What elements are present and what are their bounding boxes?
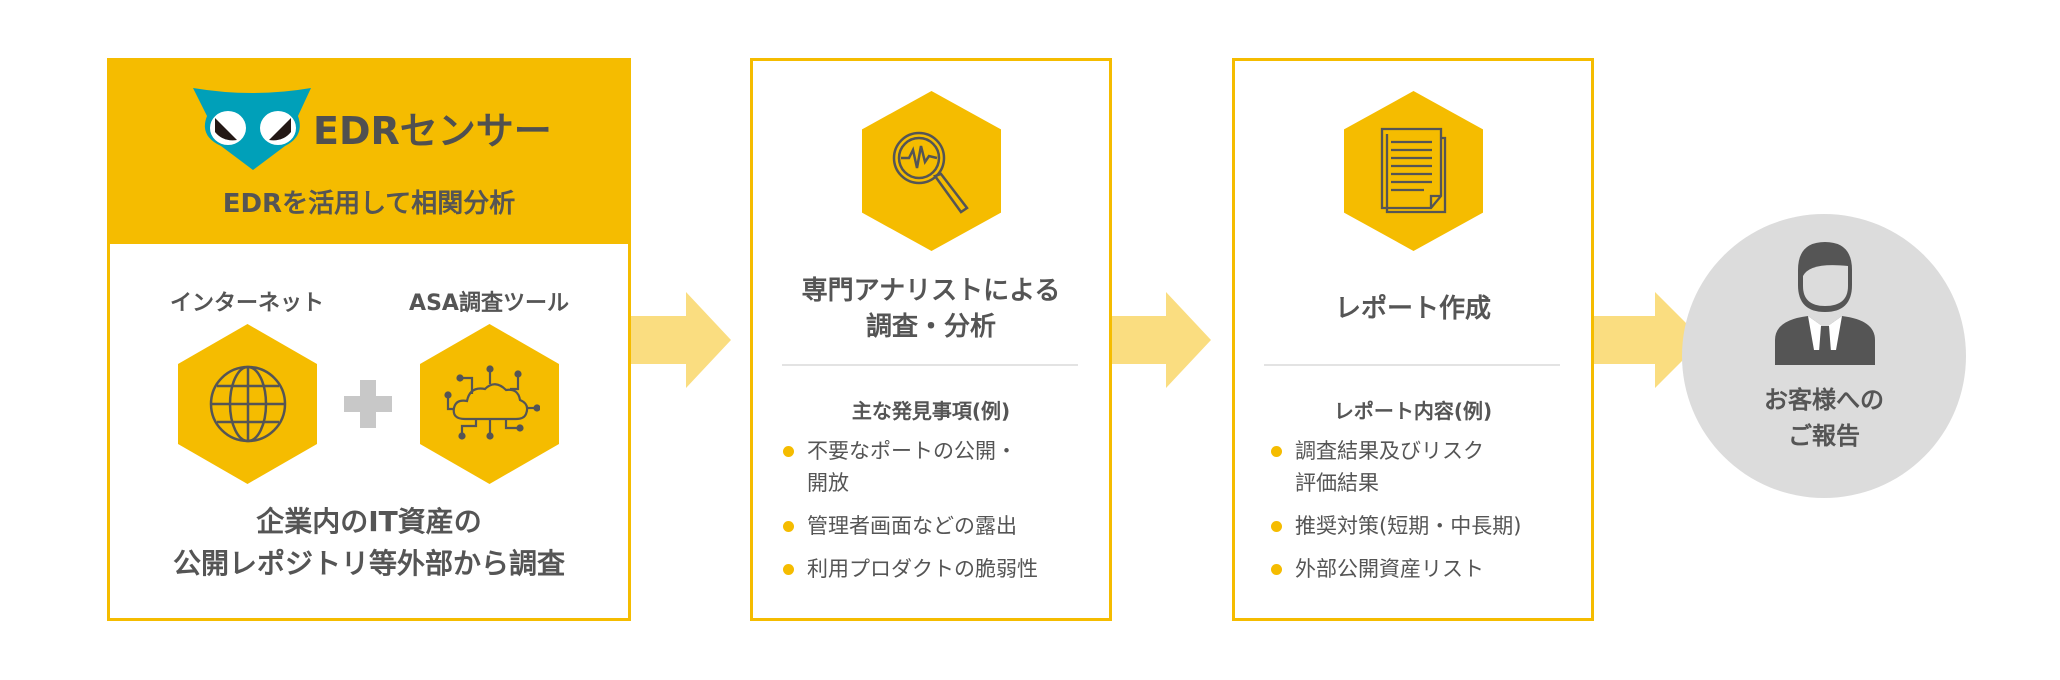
list-item: 調査結果及びリスク 評価結果 [1271,435,1591,499]
step3-subheading: レポート内容(例) [1333,399,1493,423]
findings-list: 不要なポートの公開・ 開放 管理者画面などの露出 利用プロダクトの脆弱性 [783,435,1103,596]
step1-description-line1: 企業内のIT資産の [256,505,482,538]
customer-label-line1: お客様への [1764,386,1884,414]
step2-title-line2: 調査・分析 [865,312,996,342]
customer-label-line2: ご報告 [1788,422,1860,450]
globe-icon [209,365,286,443]
step2-subheading: 主な発見事項(例) [851,399,1011,423]
logo-text: EDRセンサー [313,109,552,153]
arrow-right-icon [631,292,731,388]
divider [1264,364,1560,366]
owl-logo-icon [193,88,311,170]
step2-title-line1: 専門アナリストによる [801,276,1061,306]
list-item: 外部公開資産リスト [1271,553,1591,585]
magnifier-pulse-icon [892,131,969,214]
report-hexagon [1344,91,1483,251]
panel-subtitle: EDRを活用して相関分析 [222,189,516,219]
source-label-internet: インターネット [169,291,324,316]
step3-title: レポート作成 [1334,294,1491,324]
divider [782,364,1078,366]
plus-icon [344,380,392,428]
list-item: 推奨対策(短期・中長期) [1271,510,1591,542]
document-icon [1380,127,1446,214]
arrow-right-icon [1593,292,1703,388]
analysis-hexagon [862,91,1001,251]
businessperson-icon [1775,242,1875,365]
cloud-network-icon [443,365,540,440]
list-item: 管理者画面などの露出 [783,510,1103,542]
list-item: 不要なポートの公開・ 開放 [783,435,1103,499]
step1-description-line2: 公開レポジトリ等外部から調査 [172,547,565,580]
list-item: 利用プロダクトの脆弱性 [783,553,1103,585]
report-contents-list: 調査結果及びリスク 評価結果 推奨対策(短期・中長期) 外部公開資産リスト [1271,435,1591,596]
arrow-right-icon [1111,292,1211,388]
source-label-asa-tool: ASA調査ツール [409,291,569,316]
